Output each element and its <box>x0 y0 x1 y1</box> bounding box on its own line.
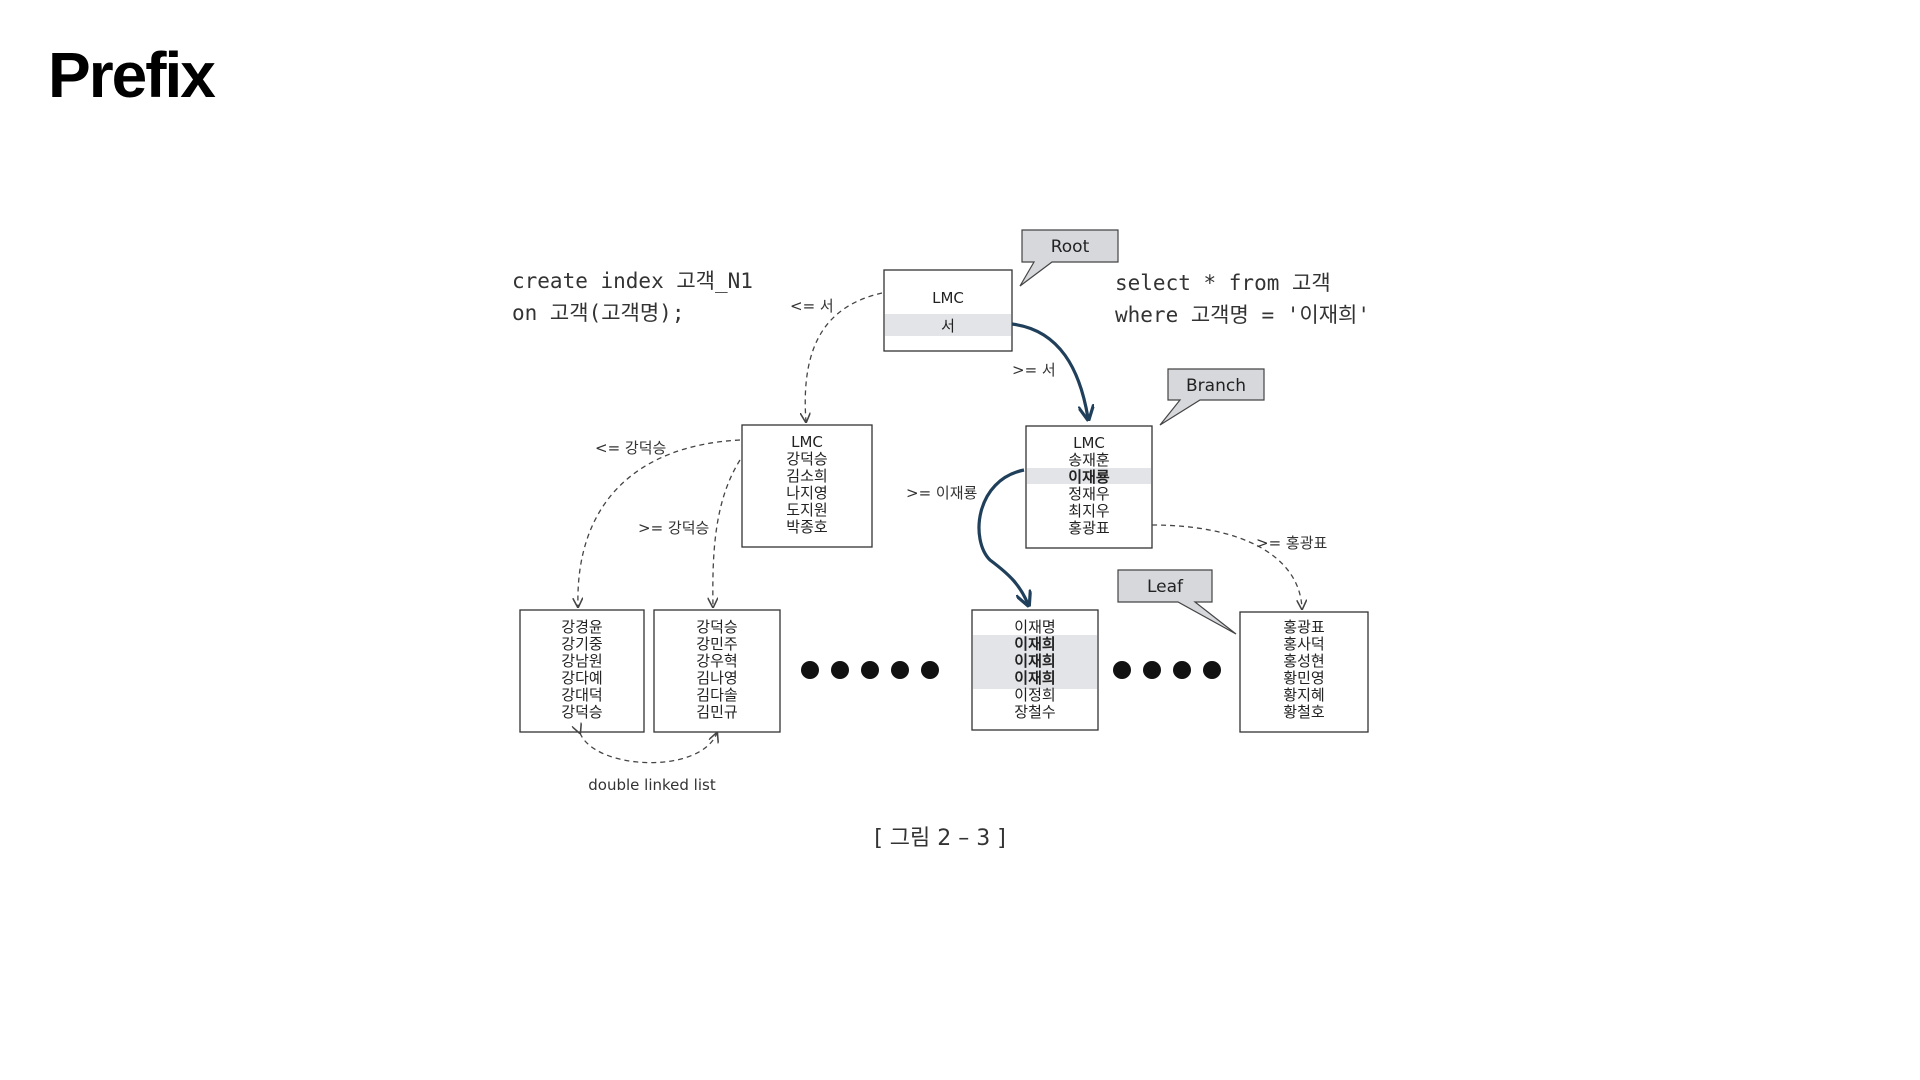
branch-node-right: LMC 송재훈 이재룡 정재우 최지우 홍광표 <box>1025 425 1153 549</box>
root-key-seo: 서 <box>941 317 955 335</box>
select-query-line-2: where 고객명 = '이재희' <box>1115 303 1370 327</box>
leaf-1-key: 강남원 <box>561 652 602 670</box>
double-linked-list-label: double linked list <box>588 776 716 794</box>
slide-title: Prefix <box>48 39 216 111</box>
branch-callout-label: Branch <box>1186 376 1246 396</box>
leaf-2-key: 강우혁 <box>696 652 737 670</box>
access-path-branch-to-leaf <box>977 468 1028 604</box>
branch-left-key: 강덕승 <box>786 450 827 468</box>
leaf-3-key-match: 이재희 <box>1014 669 1055 687</box>
branch-right-key: 홍광표 <box>1068 519 1110 537</box>
branch-left-key: 도지원 <box>786 501 827 519</box>
branch-left-key: 김소희 <box>786 467 827 485</box>
edge-label-ge-seo: >= 서 <box>1012 361 1056 379</box>
root-callout-label: Root <box>1051 237 1090 257</box>
access-path-root-to-branch <box>1011 322 1088 418</box>
branch-left-key: LMC <box>791 433 823 451</box>
leaf-node-4: 홍광표 홍사덕 홍성현 황민영 황지혜 황철호 <box>1239 611 1369 733</box>
root-node: LMC 서 <box>883 269 1013 352</box>
double-linked-list-edge <box>580 733 717 764</box>
leaf-2-key: 김다솔 <box>696 686 737 704</box>
branch-left-key: 박종호 <box>786 518 828 536</box>
branch-right-key: 송재훈 <box>1068 451 1109 469</box>
leaf-callout-label: Leaf <box>1147 577 1184 597</box>
leaf-4-key: 홍사덕 <box>1283 635 1324 653</box>
leaf-2-key: 김나영 <box>696 669 737 687</box>
leaf-4-key: 황민영 <box>1283 669 1324 687</box>
leaf-node-3: 이재명 이재희 이재희 이재희 이정희 장철수 <box>971 609 1099 731</box>
ellipsis-dots-left <box>801 661 939 679</box>
leaf-3-key: 장철수 <box>1014 703 1055 721</box>
branch-right-key: LMC <box>1073 434 1105 452</box>
leaf-3-key-match: 이재희 <box>1014 652 1055 670</box>
leaf-1-key: 강기중 <box>561 635 602 653</box>
branch-node-left: LMC 강덕승 김소희 나지영 도지원 박종호 <box>741 424 873 548</box>
root-key-lmc: LMC <box>932 289 964 307</box>
edge-root-to-branch-left <box>805 292 883 422</box>
leaf-4-key: 홍광표 <box>1283 618 1325 636</box>
leaf-2-key: 김민규 <box>696 703 737 721</box>
leaf-3-key-match: 이재희 <box>1014 635 1055 653</box>
leaf-2-key: 강덕승 <box>696 618 737 636</box>
root-callout: Root <box>1019 229 1119 287</box>
leaf-callout: Leaf <box>1117 569 1237 635</box>
branch-right-key: 최지우 <box>1068 502 1110 520</box>
edge-label-ge-honggwangpyo: >= 홍광표 <box>1256 534 1328 552</box>
create-index-line-1: create index 고객_N1 <box>512 269 753 293</box>
leaf-3-key: 이정희 <box>1014 686 1055 704</box>
edge-branch-left-to-leaf1 <box>578 439 741 607</box>
leaf-1-key: 강다예 <box>561 669 602 687</box>
leaf-2-key: 강민주 <box>696 635 737 653</box>
leaf-3-key: 이재명 <box>1014 618 1055 636</box>
leaf-4-key: 홍성현 <box>1283 652 1324 670</box>
edge-branch-left-to-leaf2 <box>713 459 741 607</box>
edge-label-ge-gangdeokseung: >= 강덕승 <box>638 519 709 537</box>
leaf-4-key: 황지혜 <box>1283 686 1324 704</box>
leaf-node-2: 강덕승 강민주 강우혁 김나영 김다솔 김민규 <box>653 609 781 733</box>
create-index-line-2: on 고객(고객명); <box>512 301 684 325</box>
figure-caption: [ 그림 2 – 3 ] <box>874 826 1006 851</box>
edge-label-le-seo: <= 서 <box>790 297 834 315</box>
edge-label-ge-ijaeryong: >= 이재룡 <box>906 484 978 502</box>
leaf-node-1: 강경윤 강기중 강남원 강다예 강대덕 강덕승 <box>519 609 645 733</box>
branch-left-key: 나지영 <box>786 484 827 502</box>
ellipsis-dots-right <box>1113 661 1221 679</box>
edge-branch-right-to-leaf4 <box>1151 524 1302 609</box>
leaf-1-key: 강경윤 <box>561 618 603 636</box>
leaf-4-key: 황철호 <box>1283 703 1325 721</box>
select-query-line-1: select * from 고객 <box>1115 271 1331 295</box>
leaf-1-key: 강대덕 <box>561 686 602 704</box>
edge-label-le-gangdeokseung: <= 강덕승 <box>595 439 666 457</box>
branch-callout: Branch <box>1159 368 1265 426</box>
leaf-1-key: 강덕승 <box>561 703 602 721</box>
branch-right-key: 정재우 <box>1068 485 1110 503</box>
branch-right-key-highlighted: 이재룡 <box>1068 468 1110 486</box>
